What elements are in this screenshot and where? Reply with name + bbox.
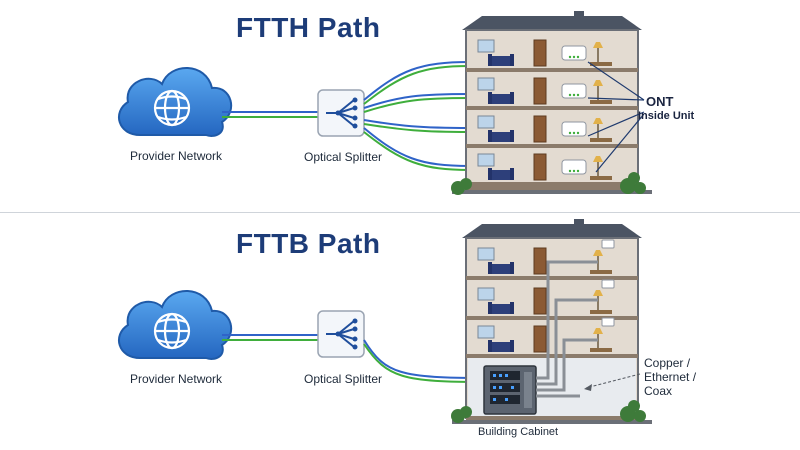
fttb-floor-3	[477, 317, 615, 353]
sofa-icon	[488, 302, 514, 314]
fttb-title: FTTB Path	[236, 228, 381, 259]
door-icon	[533, 39, 547, 67]
copper-risers	[536, 260, 598, 398]
wall-outlet-icon	[601, 279, 615, 289]
copper-label-line-2: Ethernet /	[644, 370, 697, 384]
ftth-title: FTTH Path	[236, 12, 381, 43]
fttb-cabinet-fiber	[363, 339, 489, 383]
fttb-feeder-fiber	[222, 334, 318, 341]
ftth-floor-2	[477, 77, 612, 105]
sofa-icon	[488, 92, 514, 104]
ftth-bushes	[451, 172, 646, 195]
lamp-icon	[593, 118, 603, 124]
sofa-icon	[488, 130, 514, 142]
copper-label-line-3: Coax	[644, 384, 673, 398]
door-icon	[533, 153, 547, 181]
ont-device-icon	[561, 45, 587, 61]
ftth-floor-4	[477, 153, 612, 181]
ftth-floor-1	[477, 39, 612, 67]
door-icon	[533, 325, 547, 353]
ont-device-icon	[561, 159, 587, 175]
fttb-cloud-icon	[118, 290, 232, 360]
ftth-drop-fibers	[363, 61, 471, 171]
fttb-bushes	[451, 400, 646, 423]
ftth-building	[452, 11, 652, 194]
building-cabinet-icon	[483, 365, 537, 415]
lamp-icon	[593, 80, 603, 86]
wall-outlet-icon	[601, 317, 615, 327]
ont-label: ONT	[646, 94, 674, 109]
sofa-icon	[488, 340, 514, 352]
sofa-icon	[488, 168, 514, 180]
fttb-floor-2	[477, 279, 615, 315]
fttb-splitter-icon	[317, 310, 365, 358]
ont-device-icon	[561, 121, 587, 137]
lamp-icon	[593, 328, 603, 334]
copper-label-arrow	[584, 373, 641, 391]
ftth-splitter-icon	[317, 89, 365, 137]
ont-sublabel: Inside Unit	[638, 110, 695, 122]
ont-device-icon	[561, 83, 587, 99]
lamp-icon	[593, 42, 603, 48]
ftth-globe-icon	[153, 89, 191, 127]
ftth-cloud-icon	[118, 67, 232, 137]
door-icon	[533, 115, 547, 143]
fttb-floor-1	[477, 239, 615, 275]
lamp-icon	[593, 156, 603, 162]
ftth-feeder-fiber	[222, 111, 318, 118]
door-icon	[533, 287, 547, 315]
fttb-globe-icon	[153, 312, 191, 350]
ftth-splitter-label: Optical Splitter	[304, 150, 383, 164]
fttb-provider-label: Provider Network	[130, 372, 223, 386]
ont-leader-lines	[587, 61, 645, 173]
building-cabinet-label: Building Cabinet	[478, 426, 559, 438]
copper-label: Copper / Ethernet / Coax	[644, 356, 696, 398]
lamp-icon	[593, 290, 603, 296]
wall-outlet-icon	[601, 239, 615, 249]
lamp-icon	[593, 250, 603, 256]
door-icon	[533, 77, 547, 105]
sofa-icon	[488, 54, 514, 66]
sofa-icon	[488, 262, 514, 274]
ftth-provider-label: Provider Network	[130, 149, 223, 163]
section-divider	[0, 212, 800, 213]
door-icon	[533, 247, 547, 275]
ftth-floor-3	[477, 115, 612, 143]
fttb-splitter-label: Optical Splitter	[304, 372, 383, 386]
copper-label-line-1: Copper /	[644, 356, 691, 370]
